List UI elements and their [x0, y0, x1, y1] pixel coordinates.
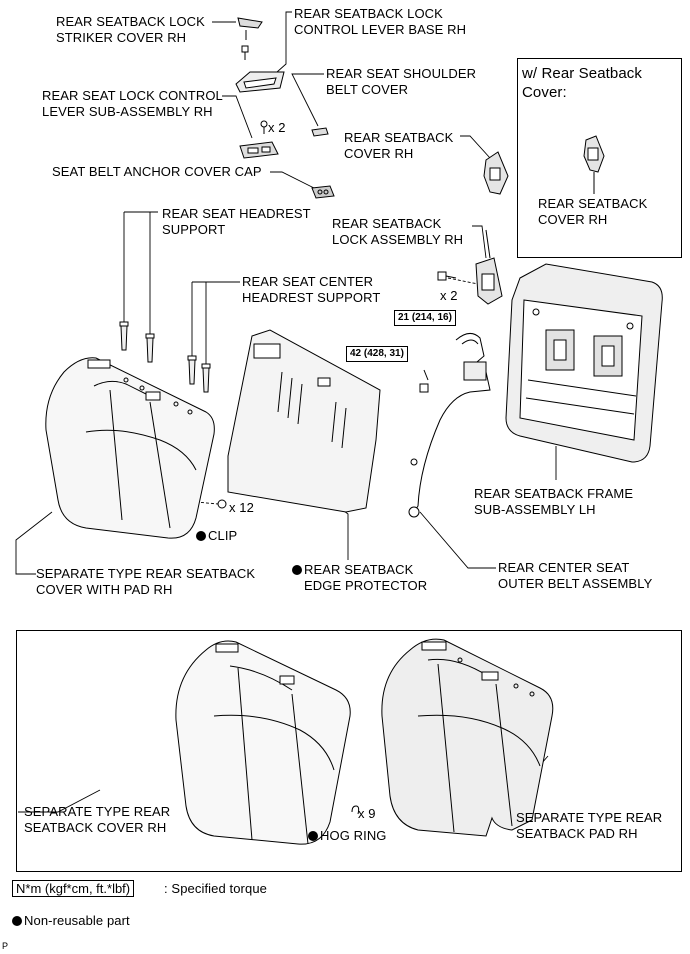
lock-assembly-part	[475, 229, 503, 305]
label-clip: CLIP	[196, 528, 237, 544]
bolt-part	[437, 271, 457, 281]
inset-box	[517, 58, 682, 258]
clip-part	[217, 499, 227, 509]
screw-pair	[260, 120, 268, 134]
lower-frame	[16, 630, 682, 872]
striker-cover-part	[237, 17, 263, 40]
qty-clip: x 12	[229, 500, 254, 515]
qty-bolt: x 2	[440, 288, 458, 303]
seatback-frame-drawing	[505, 263, 663, 463]
nonreusable-dot-icon	[308, 831, 318, 841]
seatback-pad-cover-drawing	[45, 357, 215, 539]
separate-cover-drawing	[175, 640, 351, 845]
footer-code: P	[2, 941, 9, 951]
nut-part	[419, 383, 429, 393]
shoulder-cover-part	[311, 127, 329, 137]
legend-torque-text: : Specified torque	[164, 881, 267, 896]
torque-bolt: 21 (214, 16)	[394, 310, 456, 326]
inset-part-drawing	[583, 135, 605, 194]
nonreusable-dot-icon	[12, 916, 22, 926]
legend-nonreusable: Non-reusable part	[12, 913, 130, 929]
torque-nut: 42 (428, 31)	[346, 346, 408, 362]
center-belt-drawing	[408, 333, 491, 518]
legend-torque-unit: N*m (kgf*cm, ft.*lbf)	[12, 880, 135, 897]
edge-protector-drawing	[227, 329, 381, 513]
screw-small	[241, 45, 249, 60]
label-anchor-cap: SEAT BELT ANCHOR COVER CAP	[52, 164, 262, 179]
seatback-cover-part	[483, 151, 509, 195]
headrest-supports	[119, 321, 155, 363]
label-hog-ring: HOG RING	[308, 828, 387, 844]
label-edge-protector: REAR SEATBACK EDGE PROTECTOR	[292, 562, 427, 594]
nonreusable-dot-icon	[196, 531, 206, 541]
center-headrest-supports	[187, 355, 211, 393]
qty-screw: x 2	[268, 120, 286, 135]
anchor-cap-part	[311, 185, 335, 199]
nonreusable-dot-icon	[292, 565, 302, 575]
separate-pad-drawing	[381, 638, 554, 837]
qty-hog-ring: x 9	[358, 806, 376, 821]
lever-sub-part	[239, 141, 279, 159]
hog-ring-part	[351, 805, 360, 815]
lever-base-part	[235, 71, 285, 93]
